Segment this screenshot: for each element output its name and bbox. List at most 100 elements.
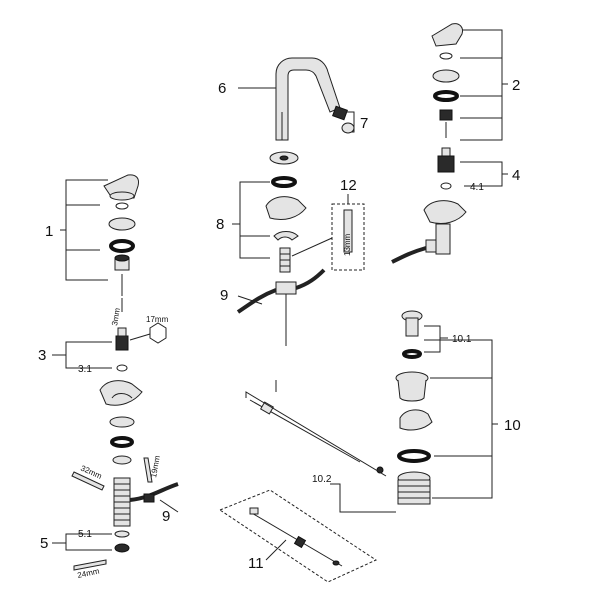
callout-3: 3 [38, 347, 46, 364]
bracket-5 [65, 533, 112, 551]
right-adapter [439, 109, 453, 121]
left-bottom-nut [114, 543, 130, 553]
popup-o-ring [402, 349, 422, 359]
callout-2: 2 [512, 77, 520, 94]
right-cartridge-stem [441, 147, 451, 157]
box-12-rod [343, 209, 353, 253]
right-escutcheon [423, 200, 467, 225]
box-11-rod [249, 511, 343, 567]
hex-nut-17mm [149, 322, 167, 344]
callout-5-1: 5.1 [78, 529, 92, 540]
leader-9-left [159, 499, 179, 513]
bracket-10-2 [330, 483, 396, 513]
left-o-ring [109, 239, 135, 253]
callout-10-1: 10.1 [452, 334, 472, 345]
spout-hose-right [295, 268, 326, 290]
lift-rod-clip [259, 401, 275, 415]
wrench-24mm [73, 559, 107, 571]
left-thread-lines [114, 483, 130, 521]
spout-clip [273, 231, 299, 241]
left-washer-31 [116, 364, 128, 372]
hex-leader [129, 333, 151, 341]
callout-11: 11 [248, 555, 264, 572]
callout-9-right: 9 [220, 287, 228, 304]
left-cover-disc [108, 217, 136, 231]
left-escutcheon [99, 380, 143, 406]
bracket-4 [460, 161, 508, 187]
spout-escutcheon [265, 196, 307, 221]
callout-1: 1 [45, 223, 53, 240]
spout-hose-left [236, 288, 277, 314]
right-cartridge [437, 155, 455, 173]
dim-17mm: 17mm [146, 315, 169, 324]
right-cover-disc [432, 69, 460, 83]
callout-6: 6 [218, 80, 226, 97]
wrench-32mm [71, 471, 105, 491]
bracket-10-ticks [430, 377, 492, 457]
callout-8: 8 [216, 216, 224, 233]
left-cartridge [115, 335, 129, 351]
bracket-2-ticks [460, 57, 502, 119]
bracket-2 [460, 29, 508, 141]
right-lever-handle [431, 23, 463, 47]
right-valve-outlet [425, 239, 437, 253]
drain-nut-lines [398, 485, 430, 499]
callout-4: 4 [512, 167, 520, 184]
spout-body [275, 57, 341, 141]
bracket-7 [346, 111, 355, 133]
wrench-19mm [143, 457, 153, 483]
aerator [332, 105, 348, 121]
callout-9-left: 9 [162, 508, 170, 525]
left-handle-assembly: 3mm 17mm 32mm 19mm [38, 174, 179, 580]
left-small-washer [115, 202, 129, 210]
spout-o-ring [271, 176, 297, 188]
left-o-ring-2 [110, 436, 134, 448]
right-valve-body [435, 223, 451, 255]
left-nut [112, 455, 132, 465]
drain-gasket-cone [399, 409, 433, 431]
right-washer-41 [440, 182, 452, 190]
popup-stopper-stem [405, 317, 419, 337]
spout-tee [275, 281, 297, 295]
callout-4-1: 4.1 [470, 182, 484, 193]
callout-12: 12 [340, 177, 357, 194]
left-escutcheon-hole [111, 393, 133, 399]
right-o-ring [433, 90, 459, 102]
box-11-ball [332, 560, 340, 566]
drain-o-ring [397, 449, 431, 463]
left-hose-nut [143, 493, 155, 503]
right-handle-assembly: 2 4 4.1 [391, 23, 520, 264]
spout-base-hole [279, 155, 289, 161]
callout-7: 7 [360, 115, 368, 132]
dim-13mm: 13mm [343, 233, 352, 256]
left-gasket-1 [109, 416, 135, 428]
left-cartridge-stem [117, 327, 127, 337]
left-washer-51 [114, 530, 130, 538]
callout-10: 10 [504, 417, 521, 434]
lift-rod-frame [245, 391, 387, 477]
callout-10-2: 10.2 [312, 474, 332, 485]
leader-9-right [237, 295, 263, 305]
spout-stud-thread [280, 253, 290, 267]
bracket-8 [239, 181, 270, 259]
dim-3mm-left: 3mm [110, 307, 122, 326]
box-11-nut [293, 535, 307, 549]
drain-assembly: 10 10.1 10.2 [245, 310, 521, 513]
dim-19mm: 19mm [149, 455, 162, 479]
right-small-washer [439, 52, 453, 60]
callout-5: 5 [40, 535, 48, 552]
spout-assembly: 13mm 6 7 8 9 12 [216, 57, 368, 346]
right-hose [391, 246, 427, 264]
left-handle-base [109, 191, 135, 201]
bracket-10 [424, 339, 498, 499]
left-hose [129, 482, 179, 502]
bracket-1 [60, 179, 108, 281]
left-lever-handle [103, 174, 139, 199]
drain-body [397, 379, 427, 402]
box-11-clip [249, 507, 259, 515]
leader-11 [265, 539, 287, 561]
left-adapter-top [114, 254, 130, 262]
box-11 [218, 489, 378, 583]
